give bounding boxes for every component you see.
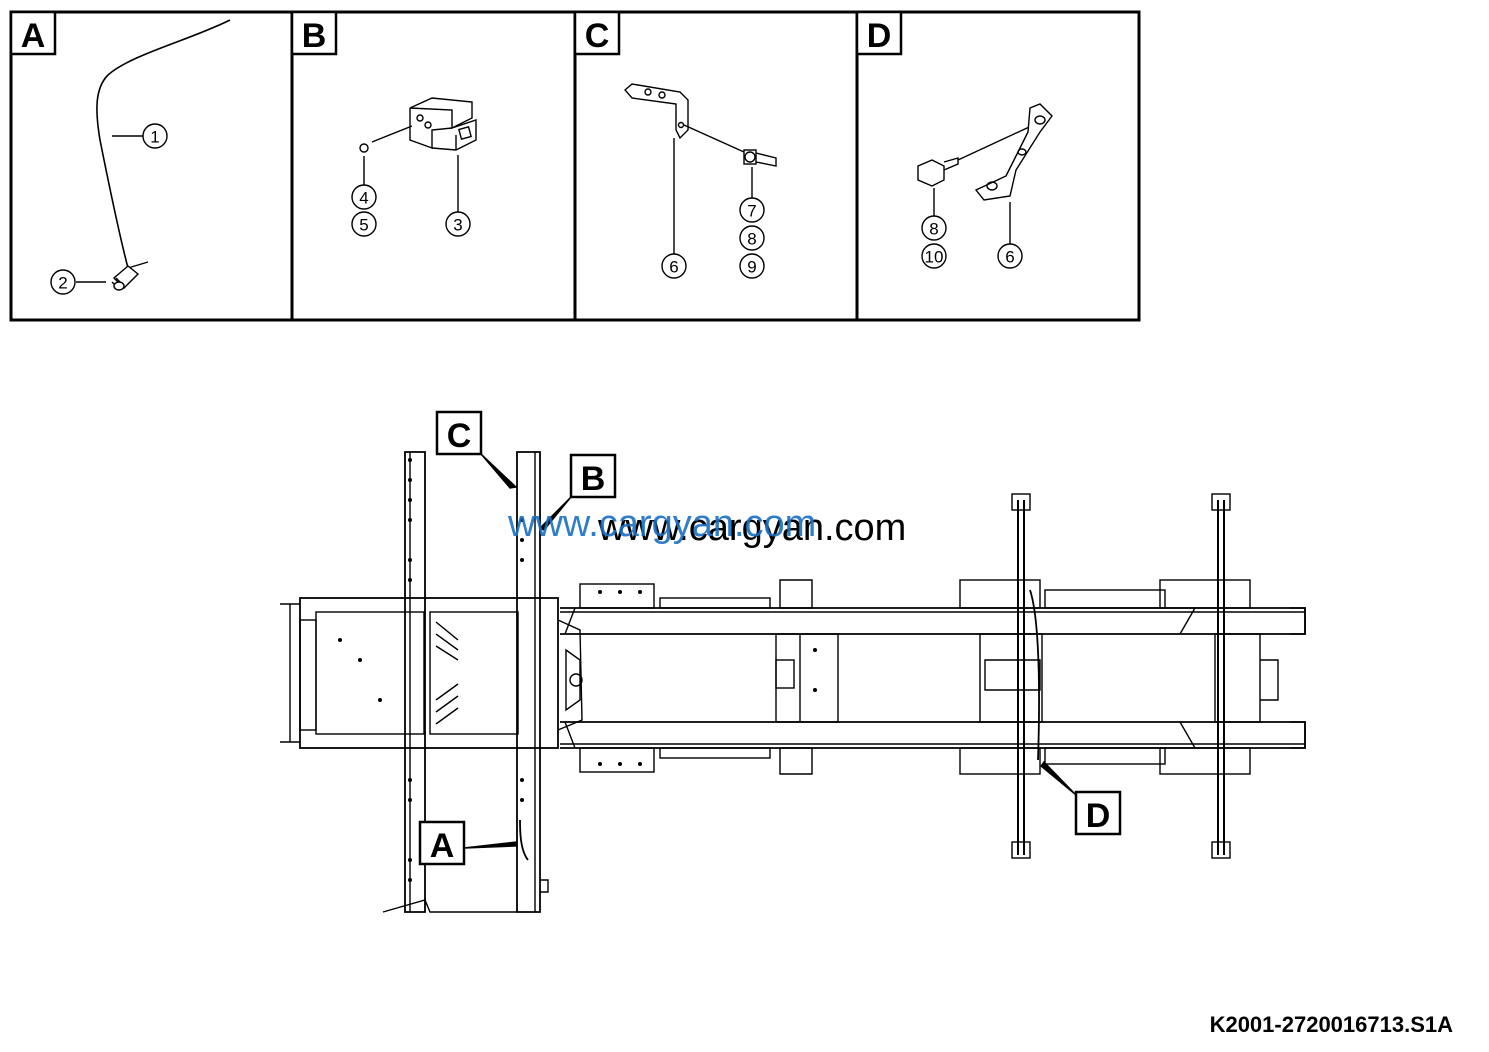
overview-label-a: A [418,820,517,866]
svg-text:10: 10 [925,248,944,267]
svg-text:8: 8 [747,230,756,249]
panel-d-tag: D [855,10,903,56]
panel-a-tag: A [9,10,57,56]
callout-6d: 6 [997,243,1023,269]
watermark-black: www.cargyan.com [597,507,906,549]
panel-d-letter: D [867,17,892,55]
svg-text:B: B [581,460,606,498]
svg-text:D: D [1086,797,1111,835]
callout-5: 5 [351,211,377,237]
panel-b-tag: B [290,10,338,56]
document-reference: K2001-2720016713.S1A [1209,1012,1453,1037]
callout-10: 10 [921,243,947,269]
overview-label-d: D [1040,760,1122,836]
svg-text:2: 2 [58,274,67,293]
svg-text:C: C [447,417,472,455]
callout-1: 1 [142,123,168,149]
callout-6c: 6 [661,253,687,279]
svg-text:5: 5 [359,216,368,235]
svg-text:8: 8 [929,220,938,239]
svg-text:A: A [430,827,455,865]
svg-text:1: 1 [150,128,159,147]
svg-text:9: 9 [747,258,756,277]
panel-b-letter: B [302,17,327,55]
callout-3: 3 [445,211,471,237]
panel-c-tag: C [573,10,621,56]
overview-label-b: B [538,453,617,531]
callout-2: 2 [50,269,76,295]
callout-8c: 8 [739,225,765,251]
chassis-overview [280,451,1306,913]
detail-panels-frame [9,10,1141,322]
svg-text:6: 6 [669,258,678,277]
svg-text:7: 7 [747,202,756,221]
panel-c-letter: C [585,17,610,55]
panel-c-drawing [624,83,777,254]
callout-4: 4 [351,184,377,210]
svg-text:4: 4 [359,189,368,208]
callout-8d: 8 [921,215,947,241]
callout-7: 7 [739,197,765,223]
svg-text:6: 6 [1005,248,1014,267]
callout-9: 9 [739,253,765,279]
panel-b-drawing [359,97,477,212]
panel-a-drawing [76,19,231,291]
panel-a-letter: A [21,17,46,55]
overview-label-c: C [435,410,518,489]
svg-text:3: 3 [453,216,462,235]
panel-d-drawing [917,103,1053,244]
watermark-blue: www.cargyan.com [507,503,816,545]
